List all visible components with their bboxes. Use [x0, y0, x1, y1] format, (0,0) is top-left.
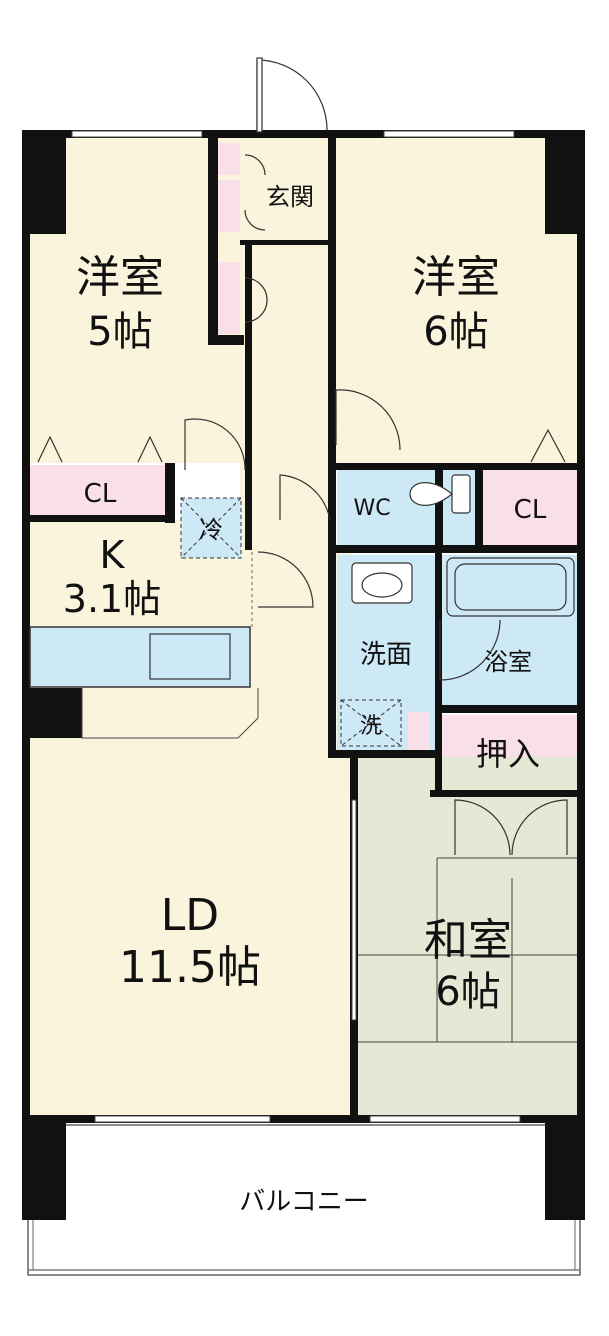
living-dining-name: LD: [161, 890, 219, 941]
hallway-floor: [240, 245, 332, 550]
japanese-room-size: 6帖: [435, 969, 500, 1015]
column-bottom-left: [22, 1115, 66, 1220]
kitchen-size: 3.1帖: [63, 577, 161, 621]
washer-storage: [408, 712, 430, 750]
fridge-space-icon: [180, 497, 242, 559]
bathtub-icon: [446, 557, 575, 617]
kitchen-name: K: [100, 533, 126, 577]
balcony: [27, 1124, 581, 1276]
entrance-storage-mid: [218, 180, 240, 232]
entrance-storage-bottom: [218, 262, 240, 334]
balcony-label: バルコニー: [239, 1187, 368, 1217]
entrance-storage-top: [218, 143, 240, 175]
fridge-label: 冷: [199, 516, 223, 544]
entrance-label: 玄関: [266, 183, 314, 211]
entrance-floor: [240, 133, 332, 245]
toilet-icon: [409, 474, 471, 514]
toilet-label: WC: [353, 496, 390, 521]
japanese-room-floor: [358, 757, 577, 1115]
column-top-right: [545, 130, 585, 234]
column-bottom-right: [545, 1115, 585, 1220]
washer-label: 洗: [360, 714, 382, 739]
western-5-size: 5帖: [87, 309, 152, 355]
western-6-size: 6帖: [423, 309, 488, 355]
door-swing-icon: [256, 59, 328, 132]
tatami-lines: [358, 857, 577, 1043]
closet-right-label: CL: [514, 495, 547, 525]
japanese-room-name: 和室: [424, 915, 512, 966]
doors: [37, 57, 568, 856]
kitchen-counter: [29, 552, 259, 739]
windows: [71, 130, 521, 1123]
column-top-left: [22, 130, 66, 234]
room-labels: 洋室 5帖 洋室 6帖 玄関 CL CL WC K 3.1帖 冷 洗面 浴室 洗…: [63, 183, 547, 1217]
washroom-label: 洗面: [360, 640, 412, 670]
bathroom-label: 浴室: [484, 648, 532, 676]
oshiire-label: 押入: [476, 735, 540, 773]
western-6-name: 洋室: [412, 252, 500, 303]
closet-left-label: CL: [84, 479, 117, 509]
washer-space-icon: [340, 699, 402, 747]
wash-basin-icon: [351, 562, 413, 604]
closet-left-fill: [30, 465, 170, 515]
walls: [22, 130, 585, 1220]
column-mid-left: [22, 688, 82, 738]
western-5-name: 洋室: [76, 252, 164, 303]
western-room-6-floor: [332, 133, 584, 463]
closet-right-fill: [483, 470, 577, 545]
balcony-floor: [27, 1124, 581, 1276]
living-dining-size: 11.5帖: [119, 942, 261, 993]
sink-icon: [149, 633, 231, 680]
